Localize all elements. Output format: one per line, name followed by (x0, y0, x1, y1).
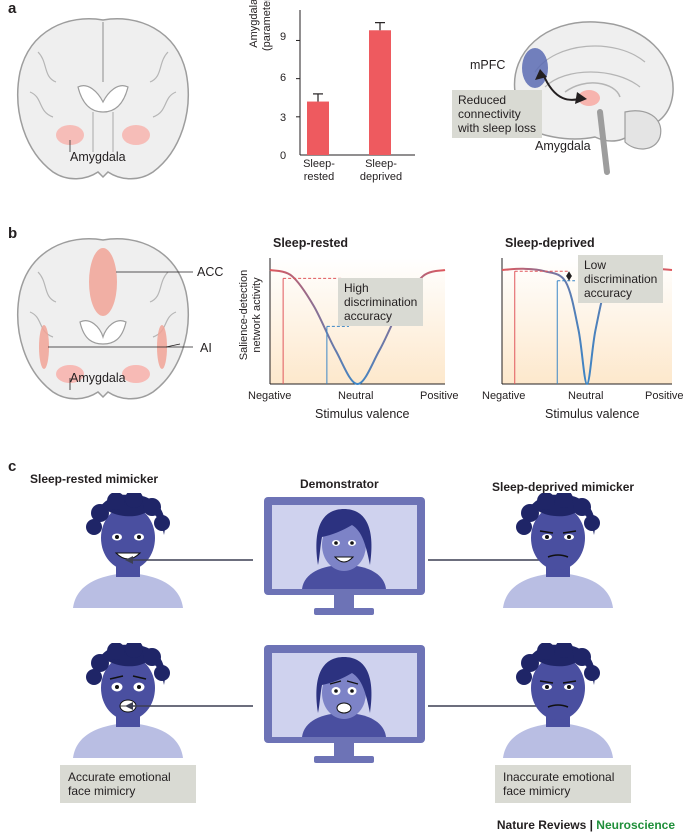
arrow-left-row1 (125, 556, 253, 564)
right-xtick-neutral: Neutral (568, 390, 604, 402)
rested-mimicker-happy (68, 493, 188, 608)
salience-ylabel-line1: Salience-detection (238, 269, 250, 361)
bar-ylabel-line2: (parameter estimate) (261, 0, 273, 52)
bar-chart (296, 10, 415, 156)
chart-title-deprived: Sleep-deprived (505, 236, 595, 250)
amygdala-label-b: Amygdala (70, 371, 126, 385)
left-xlabel: Stimulus valence (315, 407, 410, 421)
footer-separator: | (586, 818, 597, 832)
bar-ytick-0: 0 (280, 150, 287, 162)
footer-journal: Nature Reviews (496, 818, 587, 832)
deprived-mimicker-neutral (498, 493, 618, 608)
high-accuracy-box: High discrimination accuracy (338, 278, 424, 326)
demonstrator-heading: Demonstrator (300, 477, 379, 491)
coronal-brain-a (17, 18, 189, 180)
left-xtick-neutral: Neutral (338, 390, 374, 402)
accuracy-arrowhead-bottom-deprived (566, 275, 572, 281)
mpfc-label: mPFC (470, 58, 506, 72)
rested-mimicker-heading: Sleep-rested mimicker (30, 472, 159, 486)
bar-ylabel: Amygdala reactivity (parameter estimate) (248, 0, 274, 75)
reduced-connectivity-line3: with sleep loss (458, 121, 537, 135)
bar-ytick-9: 9 (280, 31, 287, 43)
sagittal-brain (513, 21, 674, 175)
monitor-row2 (264, 645, 425, 763)
reduced-connectivity-box: Reduced connectivity with sleep loss (452, 90, 543, 138)
accurate-mimicry-box: Accurate emotional face mimicry (60, 765, 196, 803)
accurate-mimicry-line1: Accurate emotional (68, 770, 171, 784)
amygdala-label-a: Amygdala (70, 150, 126, 164)
bar-ytick-6: 6 (280, 72, 287, 84)
bar-2 (369, 30, 391, 155)
left-xtick-positive: Positive (420, 390, 459, 402)
high-accuracy-line3: accuracy (344, 309, 393, 323)
panel-letter-c: c (8, 458, 17, 475)
accurate-mimicry-line2: face mimicry (68, 784, 136, 798)
coronal-brain-b (17, 238, 193, 400)
right-xtick-positive: Positive (645, 390, 684, 402)
reduced-connectivity-line1: Reduced (458, 93, 507, 107)
inaccurate-mimicry-line1: Inaccurate emotional (503, 770, 615, 784)
bar-category-2-line2: deprived (359, 171, 403, 183)
rested-mimicker-fearful (68, 643, 188, 758)
bar-category-2-line1: Sleep- (365, 158, 397, 170)
inaccurate-mimicry-box: Inaccurate emotional face mimicry (495, 765, 631, 803)
accuracy-arrowhead-top-deprived (566, 271, 572, 277)
low-accuracy-line3: accuracy (584, 286, 633, 300)
monitor-row1 (264, 497, 425, 615)
bar-category-1: Sleep- rested (294, 158, 344, 184)
panel-letter-a: a (8, 0, 17, 17)
panel-letter-b: b (8, 225, 18, 242)
bar-ylabel-line1: Amygdala reactivity (248, 0, 260, 48)
chart-title-rested: Sleep-rested (273, 236, 349, 250)
deprived-mimicker-neutral-2 (498, 643, 618, 758)
low-accuracy-line2: discrimination (584, 272, 658, 286)
low-accuracy-box: Low discrimination accuracy (578, 255, 664, 303)
salience-ylabel: Salience-detection network activity (238, 245, 264, 385)
bar-category-1-line2: rested (303, 171, 335, 183)
left-xtick-negative: Negative (248, 390, 292, 402)
bar-ytick-3: 3 (280, 112, 287, 124)
high-accuracy-line2: discrimination (344, 295, 418, 309)
reduced-connectivity-line2: connectivity (458, 107, 521, 121)
acc-label: ACC (197, 265, 224, 279)
arrow-left-row2 (125, 702, 253, 710)
footer-section: Neuroscience (596, 818, 675, 832)
ai-label: AI (200, 341, 212, 355)
salience-ylabel-line2: network activity (251, 277, 263, 353)
bar-category-2: Sleep- deprived (352, 158, 410, 184)
right-xlabel: Stimulus valence (545, 407, 640, 421)
amygdala-label-sagittal: Amygdala (535, 139, 591, 153)
deprived-mimicker-heading: Sleep-deprived mimicker (492, 480, 635, 494)
journal-footer: Nature Reviews | Neuroscience (497, 818, 675, 832)
low-accuracy-line1: Low (584, 258, 607, 272)
inaccurate-mimicry-line2: face mimicry (503, 784, 571, 798)
high-accuracy-line1: High (344, 281, 369, 295)
bar-category-1-line1: Sleep- (303, 158, 335, 170)
bar-1 (307, 101, 329, 155)
right-xtick-negative: Negative (482, 390, 526, 402)
